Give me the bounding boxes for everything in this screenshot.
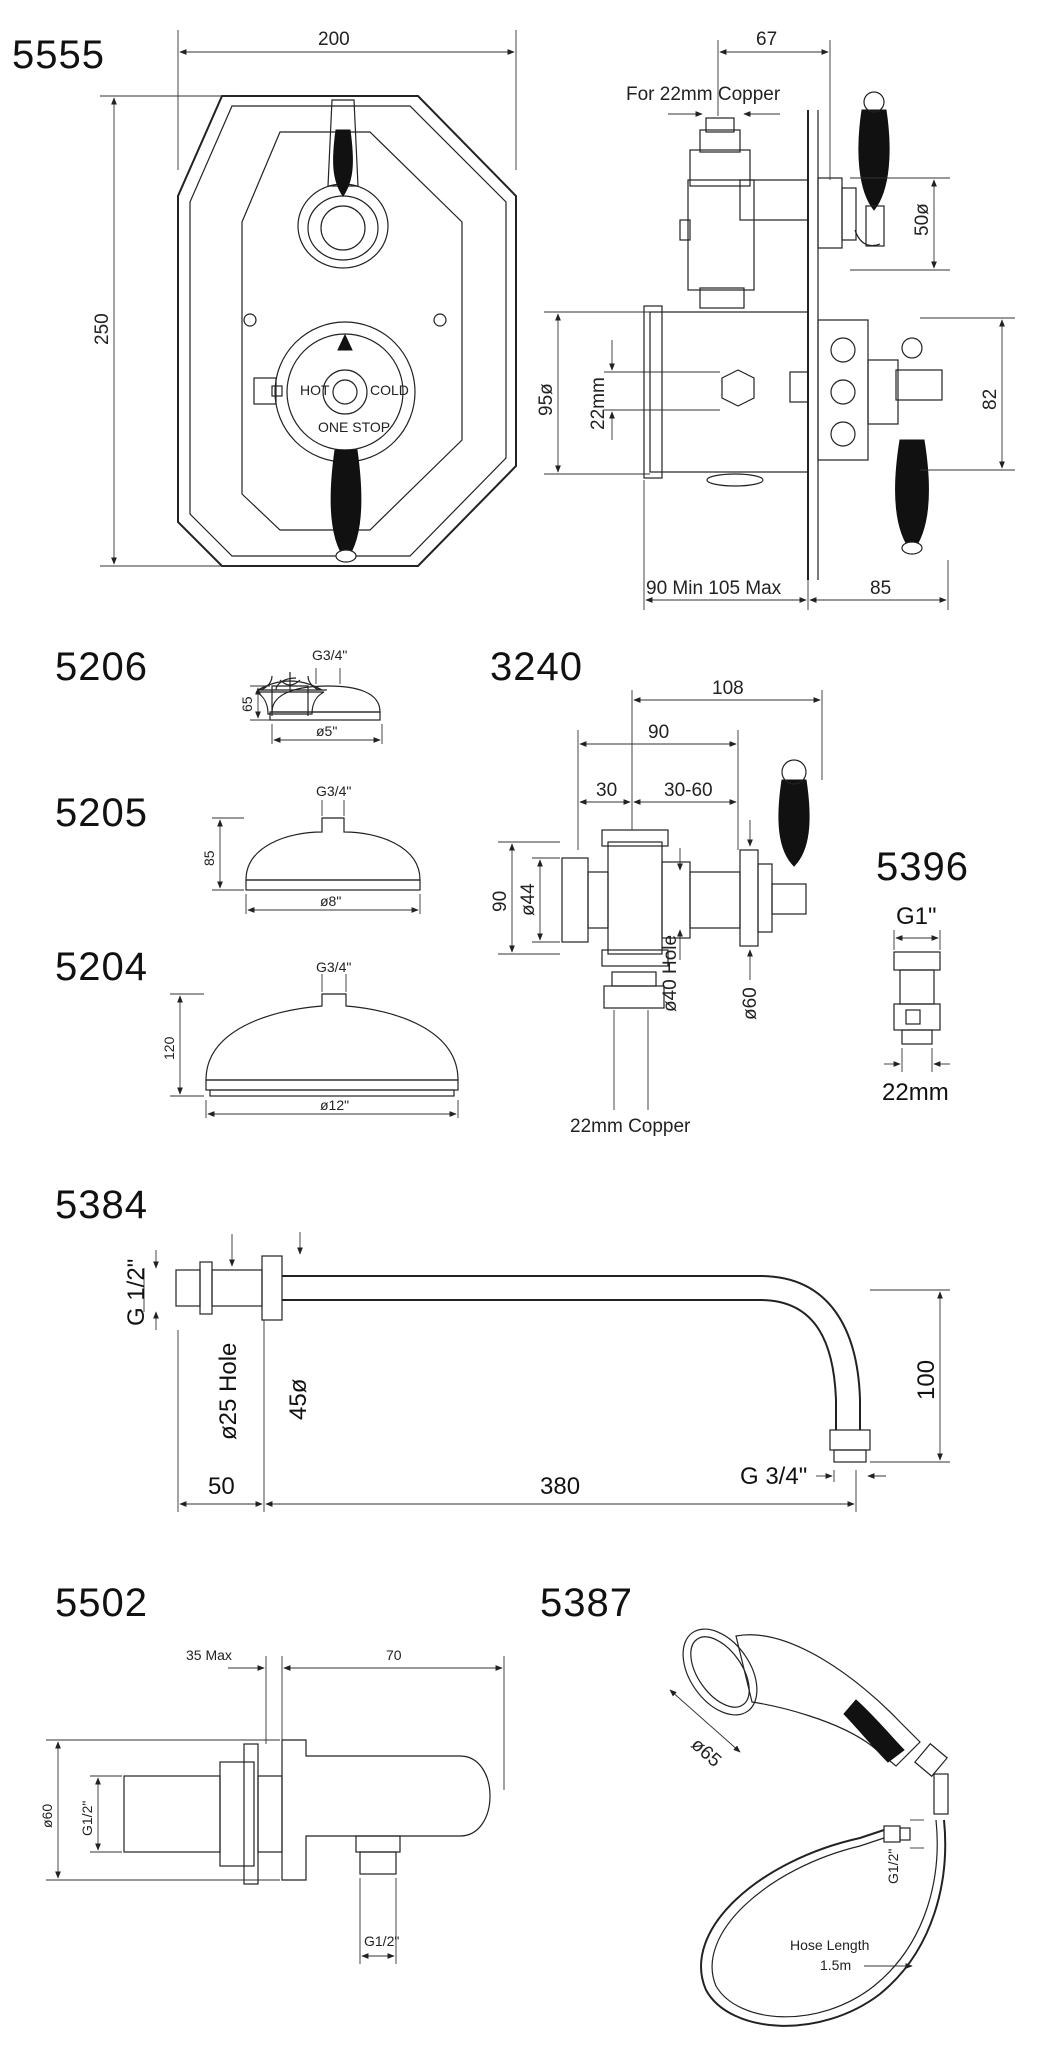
dim-3240-90: 90	[648, 722, 669, 743]
product-5555: 5555 HOT COLD ONE STOP	[12, 29, 1015, 610]
thread-left-5502: G1/2"	[79, 1801, 95, 1836]
dim-5555-height: 250	[92, 313, 113, 345]
d65-5387: ø65	[687, 1734, 725, 1772]
dim-3240-44: ø44	[518, 883, 539, 916]
valve-front-plate: HOT COLD ONE STOP	[177, 95, 517, 567]
product-code-5502: 5502	[55, 1581, 148, 1625]
thread-in-5384: G 1/2"	[123, 1259, 150, 1326]
dim-5555-82: 82	[980, 389, 1001, 410]
dim-5555-50: 50ø	[912, 203, 933, 236]
d380-5384: 380	[540, 1473, 580, 1500]
dim-5555-95: 95ø	[536, 383, 557, 416]
product-5384: 5384 G 1/2" ø25 Hole 45ø 50 380 100 G 3/…	[55, 1183, 950, 1512]
height-5206: 65	[239, 696, 255, 712]
product-5502: 5502 35 Max 70 ø60 G1/2" G1/2"	[39, 1581, 505, 1964]
dim-5555-85: 85	[870, 578, 891, 599]
product-5205: 5205 G3/4" 85 ø8"	[55, 783, 421, 914]
product-code-5387: 5387	[540, 1581, 633, 1625]
hose-length-label: Hose Length	[790, 1937, 869, 1953]
thread-bottom-5502: G1/2"	[364, 1933, 399, 1949]
diameter-5204: ø12"	[320, 1097, 349, 1113]
product-5387: 5387 G1/2" ø65 Hose Length 1.5m	[540, 1581, 949, 2027]
d35-5502: 35 Max	[186, 1647, 232, 1663]
diameter-5205: ø8"	[320, 893, 341, 909]
dim-3240-30-60: 30-60	[664, 780, 713, 801]
product-3240: 3240 22mm Copper 108 90 30 30-60	[490, 645, 823, 1137]
product-code-5384: 5384	[55, 1183, 148, 1227]
dim-5555-copper: For 22mm Copper	[626, 84, 781, 105]
d100-5384: 100	[913, 1360, 940, 1400]
dim-3240-30: 30	[596, 780, 617, 801]
size-5396: 22mm	[882, 1079, 949, 1106]
dial-hot-label: HOT	[300, 382, 330, 398]
thread-5204: G3/4"	[316, 959, 351, 975]
dim-5555-22mm: 22mm	[588, 377, 609, 430]
thread-5396: G1"	[896, 903, 937, 930]
thread-5206: G3/4"	[312, 647, 347, 663]
dim-3240-90-side: 90	[490, 891, 511, 912]
height-5204: 120	[161, 1036, 177, 1060]
d70-5502: 70	[386, 1647, 402, 1663]
d50-5384: 50	[208, 1473, 235, 1500]
d45-5384: 45ø	[285, 1378, 312, 1420]
hole-5384: ø25 Hole	[215, 1343, 242, 1440]
thread-5205: G3/4"	[316, 783, 351, 799]
hose-length-value: 1.5m	[820, 1957, 851, 1973]
product-5206: 5206 G3/4" 65 ø5"	[55, 645, 383, 744]
d60-5502: ø60	[39, 1804, 55, 1828]
product-5396: 5396 G1" 22mm	[876, 845, 969, 1106]
diameter-5206: ø5"	[316, 723, 337, 739]
product-code-5396: 5396	[876, 845, 969, 889]
dim-5555-width: 200	[318, 29, 350, 50]
product-code-3240: 3240	[490, 645, 583, 689]
height-5205: 85	[201, 850, 217, 866]
product-code-5206: 5206	[55, 645, 148, 689]
thread-out-5384: G 3/4"	[740, 1463, 807, 1490]
thread-5387: G1/2"	[885, 1849, 901, 1884]
product-code-5204: 5204	[55, 945, 148, 989]
dim-3240-hole: ø40 Hole	[660, 935, 681, 1012]
product-5204: 5204 G3/4" 120 ø12"	[55, 945, 459, 1118]
dim-3240-copper: 22mm Copper	[570, 1116, 691, 1137]
dial-stop-label: ONE STOP	[318, 419, 390, 435]
product-code-5205: 5205	[55, 791, 148, 835]
dial-cold-label: COLD	[370, 382, 409, 398]
dim-5555-range: 90 Min 105 Max	[646, 578, 782, 599]
dim-3240-108: 108	[712, 678, 744, 699]
dim-5555-depth: 67	[756, 29, 777, 50]
dim-3240-60: ø60	[740, 987, 761, 1020]
valve-side-view	[643, 91, 943, 580]
product-code-5555: 5555	[12, 33, 105, 77]
